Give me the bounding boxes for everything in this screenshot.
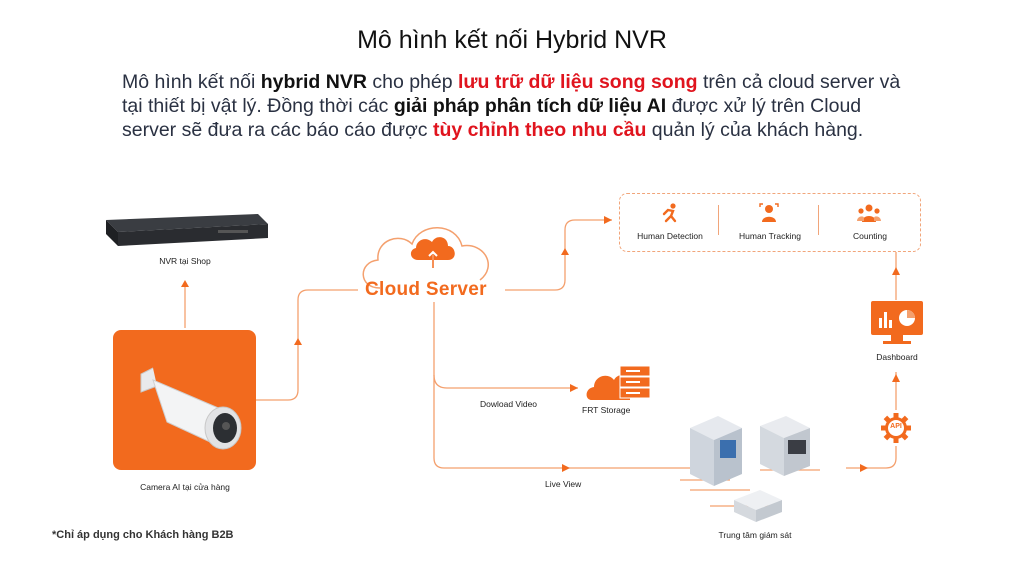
download-label: Dowload Video bbox=[480, 399, 538, 409]
desc-red-storage: lưu trữ dữ liệu song song bbox=[458, 71, 698, 93]
line-camera-cloud bbox=[256, 289, 358, 401]
analytics-label-counting: Counting bbox=[852, 231, 888, 241]
footnote: *Chỉ áp dụng cho Khách hàng B2B bbox=[52, 529, 234, 541]
desc-red-custom: tùy chỉnh theo nhu cầu bbox=[432, 119, 647, 141]
liveview-label: Live View bbox=[545, 479, 582, 489]
line-monitor-api bbox=[846, 446, 897, 469]
api-gear-icon bbox=[881, 413, 911, 443]
dashboard-icon bbox=[871, 301, 923, 344]
desc-text-4: được xử lý trên Cloud server sẽ đưa ra c… bbox=[122, 95, 862, 141]
monitoring-center-label: Trung tâm giám sát bbox=[718, 530, 792, 540]
storage-icon bbox=[586, 365, 651, 400]
camera-label: Camera AI tại cửa hàng bbox=[140, 482, 230, 492]
page-title: Mô hình kết nối Hybrid NVR bbox=[357, 26, 667, 54]
people-group-icon bbox=[857, 204, 881, 222]
dashboard-label: Dashboard bbox=[876, 352, 918, 362]
analytics-box bbox=[619, 193, 921, 252]
nvr-label: NVR tại Shop bbox=[159, 256, 211, 266]
line-cloud-download bbox=[433, 374, 578, 389]
description-paragraph: Mô hình kết nối hybrid NVR cho phép lưu … bbox=[122, 70, 912, 142]
desc-text-2: cho phép bbox=[366, 71, 459, 93]
line-cloud-analytics bbox=[505, 219, 612, 291]
storage-label: FRT Storage bbox=[582, 405, 631, 415]
camera-box bbox=[113, 330, 256, 470]
person-target-icon bbox=[759, 203, 779, 222]
desc-text-3: trên cả cloud server và tại thiết bị vật… bbox=[122, 71, 901, 117]
nvr-device-icon bbox=[106, 214, 268, 246]
monitoring-center-icon bbox=[680, 416, 820, 522]
cloud-server-label: Cloud Server bbox=[365, 279, 487, 300]
desc-bold-ai: giải pháp phân tích dữ liệu AI bbox=[393, 95, 667, 117]
analytics-label-detection: Human Detection bbox=[637, 231, 703, 241]
line-cloud-liveview bbox=[433, 302, 690, 469]
analytics-label-tracking: Human Tracking bbox=[739, 231, 801, 241]
api-label: API bbox=[890, 423, 902, 430]
desc-text-1: Mô hình kết nối bbox=[122, 71, 261, 93]
desc-bold-hybrid: hybrid NVR bbox=[260, 71, 367, 93]
camera-icon bbox=[140, 367, 242, 450]
desc-text-5: quản lý của khách hàng. bbox=[646, 119, 864, 141]
cloud-server-icon bbox=[362, 227, 489, 289]
running-person-icon bbox=[662, 203, 677, 223]
